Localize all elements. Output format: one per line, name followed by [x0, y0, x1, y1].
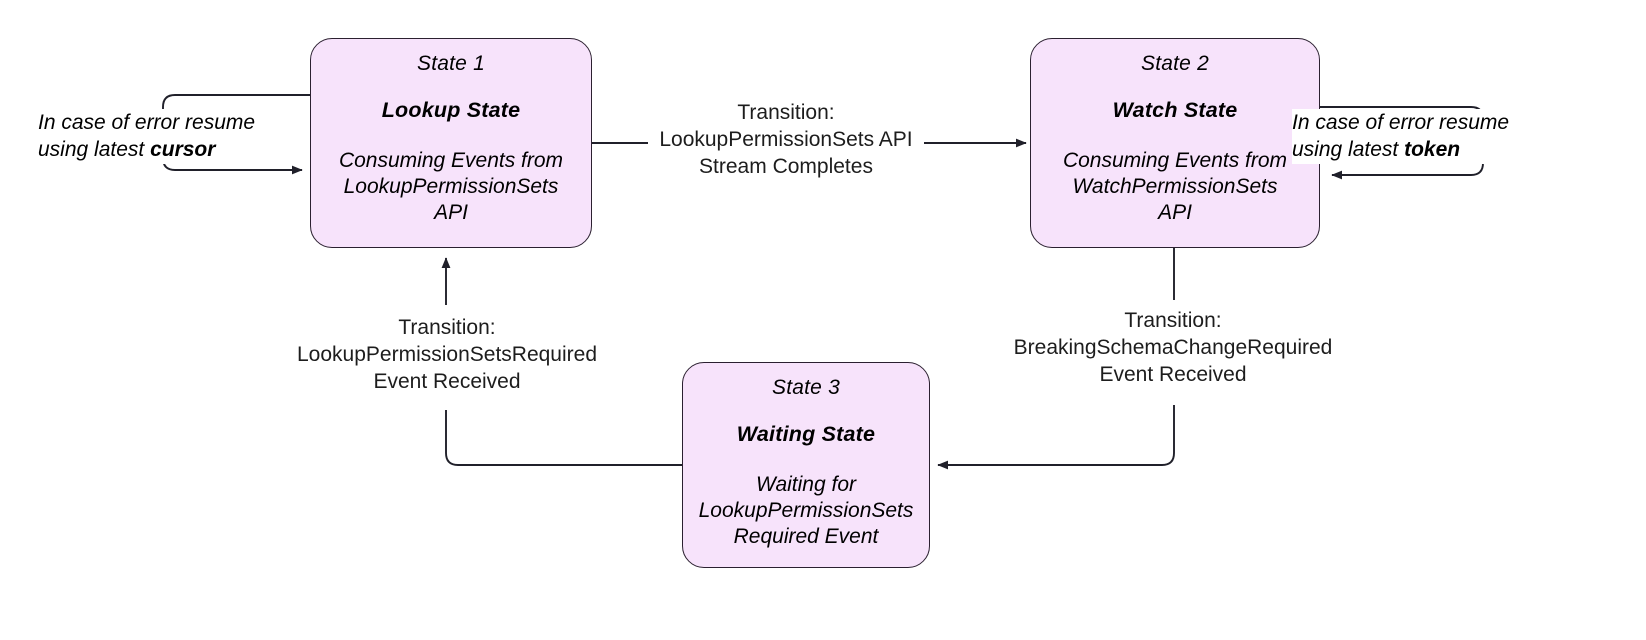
- state-index-label: State 2: [1141, 52, 1209, 75]
- state-box-lookup[interactable]: State 1 Lookup State Consuming Events fr…: [310, 38, 592, 248]
- transition-label-waiting-to-lookup: Transition: LookupPermissionSetsRequired…: [282, 315, 612, 396]
- state-index-label: State 1: [417, 52, 485, 75]
- note-line-1: In case of error resume: [38, 111, 256, 134]
- note-line-2-prefix: using latest: [1292, 138, 1405, 162]
- note-watch-error-loop: In case of error resume using latest tok…: [1292, 109, 1542, 164]
- note-lookup-error-loop: In case of error resume using latest cur…: [38, 109, 286, 164]
- note-line-1: In case of error resume: [1292, 111, 1510, 134]
- note-line-2-emphasis: cursor: [150, 138, 216, 162]
- state-description: Waiting for LookupPermissionSets Require…: [698, 472, 914, 548]
- note-line-2-emphasis: token: [1404, 138, 1461, 162]
- edge-watch-to-waiting: [937, 248, 1175, 470]
- transition-label-lookup-to-watch: Transition: LookupPermissionSets API Str…: [648, 100, 924, 181]
- state-description: Consuming Events from LookupPermissionSe…: [338, 148, 564, 224]
- transition-label-watch-to-waiting: Transition: BreakingSchemaChangeRequired…: [1008, 308, 1338, 389]
- note-line-2-prefix: using latest: [38, 138, 151, 162]
- state-box-watch[interactable]: State 2 Watch State Consuming Events fro…: [1030, 38, 1320, 248]
- state-description: Consuming Events from WatchPermissionSet…: [1062, 148, 1288, 224]
- note-line-2: using latest cursor: [38, 136, 286, 163]
- note-line-2: using latest token: [1292, 136, 1542, 163]
- state-box-waiting[interactable]: State 3 Waiting State Waiting for Lookup…: [682, 362, 930, 568]
- state-index-label: State 3: [772, 376, 840, 399]
- state-title: Watch State: [1112, 98, 1238, 123]
- state-title: Lookup State: [381, 98, 521, 123]
- edge-waiting-to-lookup: [441, 257, 682, 466]
- state-title: Waiting State: [736, 422, 876, 447]
